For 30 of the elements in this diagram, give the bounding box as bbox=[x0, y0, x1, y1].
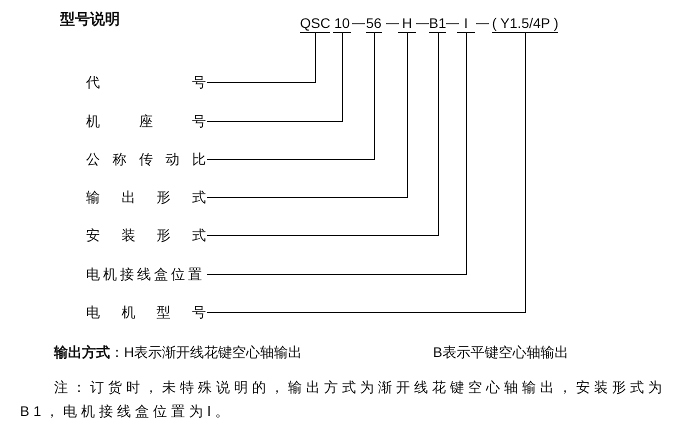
designation-label: 输 出 形 式 bbox=[86, 188, 206, 206]
separator-dash: — bbox=[352, 15, 365, 31]
model-code-part: H bbox=[398, 15, 416, 33]
leader-line bbox=[206, 32, 526, 313]
designation-label: 电机接线盒位置 bbox=[86, 265, 206, 283]
model-code-part: B1 bbox=[429, 15, 446, 33]
model-code-part: 56 bbox=[366, 15, 382, 33]
leader-line bbox=[206, 32, 408, 198]
separator-dash: — bbox=[416, 15, 429, 31]
leader-line bbox=[206, 32, 467, 275]
leader-line bbox=[206, 32, 343, 122]
separator-dash: — bbox=[476, 15, 489, 31]
leader-line bbox=[206, 32, 375, 160]
designation-label: 安 装 形 式 bbox=[86, 226, 206, 244]
designation-label: 公 称 传 动 比 bbox=[86, 150, 206, 168]
title: 型号说明 bbox=[60, 10, 120, 30]
designation-label: 代 号 bbox=[86, 73, 206, 91]
model-code-part: ( Y1.5/4P ) bbox=[492, 15, 558, 33]
designation-label: 机 座 号 bbox=[86, 112, 206, 130]
note-text: 注：订货时，未特殊说明的，输出方式为渐开线花键空心轴输出，安装形式为B1，电机接线盒位置为Ⅰ。 bbox=[20, 378, 667, 421]
leader-line bbox=[206, 32, 316, 83]
leader-line bbox=[206, 32, 439, 236]
model-code-part: I bbox=[457, 15, 475, 33]
model-code-part: 10 bbox=[333, 15, 351, 33]
note-text: B表示平键空心轴输出 bbox=[433, 343, 568, 361]
model-code-part: QSC bbox=[300, 15, 330, 33]
separator-dash: — bbox=[386, 15, 399, 31]
designation-label: 电 机 型 号 bbox=[86, 303, 206, 321]
note-text: 输出方式：H表示渐开线花键空心轴输出 bbox=[54, 343, 302, 361]
separator-dash: — bbox=[446, 15, 459, 31]
